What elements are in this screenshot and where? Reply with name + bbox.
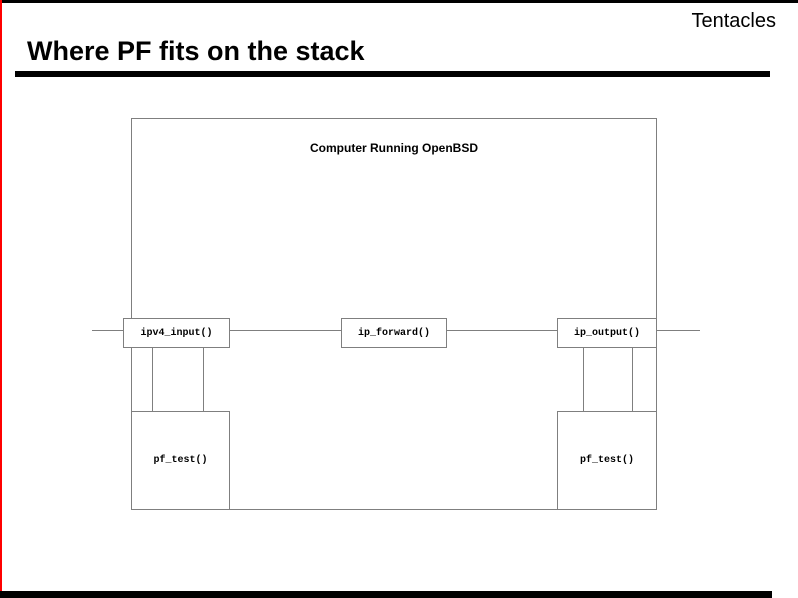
node-ip-forward: ip_forward(): [341, 318, 447, 348]
corner-label: Tentacles: [691, 10, 777, 32]
node-pf-test-left: pf_test(): [131, 411, 230, 510]
connector-left-1: [152, 348, 153, 411]
node-ip-output-label: ip_output(): [573, 327, 640, 339]
node-ip-forward-label: ip_forward(): [357, 327, 430, 339]
computer-container-box: Computer Running OpenBSD: [131, 118, 657, 510]
node-pf-test-right: pf_test(): [557, 411, 657, 510]
title-underline: [15, 71, 770, 77]
connector-left-2: [203, 348, 204, 411]
slide-title: Where PF fits on the stack: [27, 36, 365, 66]
computer-container-label: Computer Running OpenBSD: [310, 141, 478, 155]
top-rule: [0, 0, 798, 3]
bottom-rule: [0, 591, 772, 598]
connector-right-1: [583, 348, 584, 411]
node-ipv4-input: ipv4_input(): [123, 318, 230, 348]
node-ipv4-input-label: ipv4_input(): [140, 327, 213, 339]
node-pf-test-left-label: pf_test(): [153, 455, 208, 466]
left-accent-rule: [0, 0, 2, 598]
node-ip-output: ip_output(): [557, 318, 657, 348]
node-pf-test-right-label: pf_test(): [579, 455, 634, 466]
connector-right-2: [632, 348, 633, 411]
